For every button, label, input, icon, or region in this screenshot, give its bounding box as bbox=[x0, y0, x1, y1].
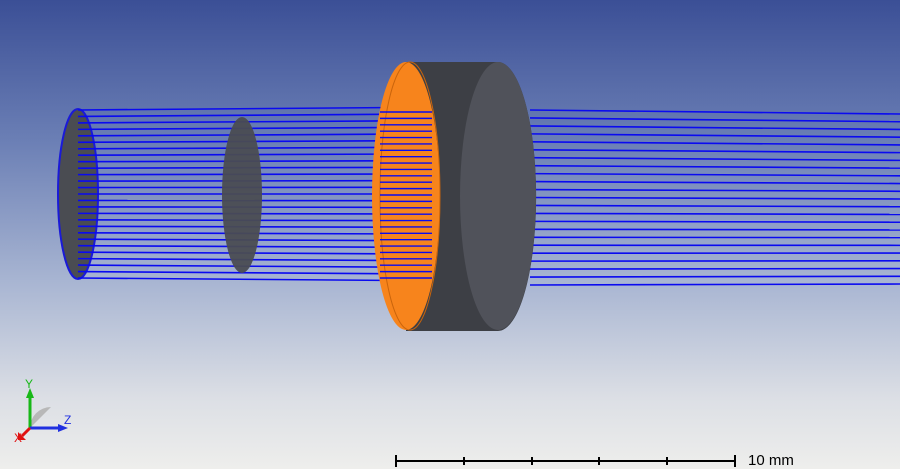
detector-disc[interactable] bbox=[222, 117, 262, 273]
ray-line bbox=[529, 148, 900, 154]
ray-line bbox=[529, 275, 900, 278]
axis-triad: Y Z X bbox=[14, 377, 71, 445]
axis-y-label: Y bbox=[25, 377, 33, 391]
ray-line bbox=[77, 270, 411, 275]
ray-line bbox=[529, 141, 900, 146]
ray-line bbox=[529, 109, 900, 115]
ray-bundle-lens bbox=[380, 111, 432, 279]
ray-bundle-right bbox=[529, 109, 900, 286]
ray-line bbox=[77, 277, 411, 282]
ray-line bbox=[529, 204, 900, 208]
ray-line bbox=[529, 212, 900, 216]
ray-line bbox=[529, 228, 900, 231]
ray-line bbox=[529, 133, 900, 138]
ray-line bbox=[529, 164, 900, 169]
ray-line bbox=[529, 172, 900, 177]
scale-bar-label: 10 mm bbox=[748, 452, 794, 469]
ray-line bbox=[77, 113, 411, 118]
scale-bar bbox=[395, 455, 736, 467]
ray-line bbox=[529, 267, 900, 270]
ray-line bbox=[529, 196, 900, 200]
ray-line bbox=[529, 180, 900, 185]
axis-x-label: X bbox=[14, 431, 22, 445]
lens-front-edge bbox=[379, 61, 441, 331]
ray-line bbox=[529, 283, 900, 286]
lens-back-rim bbox=[460, 62, 536, 330]
ray-line bbox=[529, 220, 900, 223]
ray-line bbox=[529, 188, 900, 193]
axis-z-label: Z bbox=[64, 413, 71, 427]
lens-front-face[interactable] bbox=[372, 62, 440, 330]
ray-line bbox=[529, 117, 900, 123]
ray-line bbox=[77, 106, 411, 111]
ray-line bbox=[529, 156, 900, 162]
ray-line bbox=[529, 125, 900, 131]
